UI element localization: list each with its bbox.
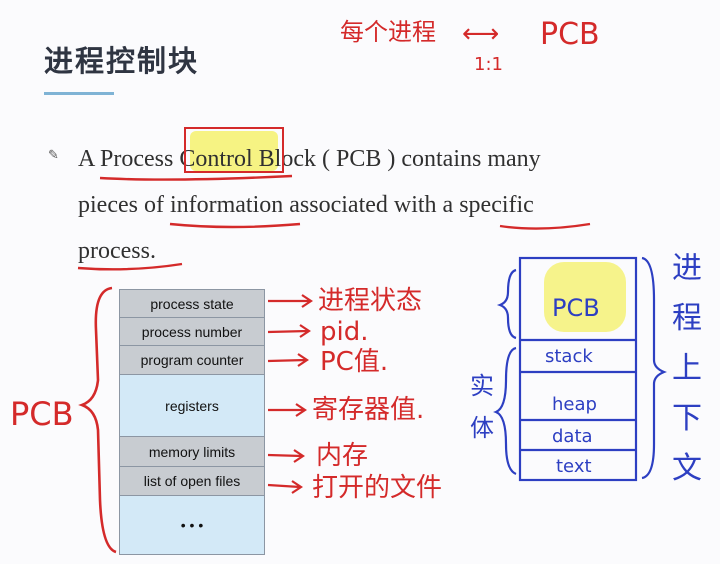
pcb-row-1: process state xyxy=(120,290,264,318)
bullet-icon: ✎ xyxy=(48,147,59,162)
entity-char-2: 体 xyxy=(470,414,494,442)
control-highlight xyxy=(190,131,278,171)
bullet-text: A Process Control Block ( PCB ) contains… xyxy=(78,136,618,274)
top-pcb-text: PCB xyxy=(540,17,600,52)
arrow-row-1-icon xyxy=(268,294,313,308)
arrow-row-2-icon xyxy=(267,324,311,338)
note-process-state: 进程状态 xyxy=(318,286,422,316)
left-brace xyxy=(78,286,117,554)
mem-pcb: PCB xyxy=(552,294,600,322)
context-char-4: 下 xyxy=(672,401,702,436)
underline-process xyxy=(77,262,183,271)
title-underline xyxy=(44,92,114,95)
top-arrow-icon: ⟷ xyxy=(462,19,499,49)
context-char-3: 上 xyxy=(672,351,702,386)
underline-specific xyxy=(499,222,591,230)
context-brace xyxy=(641,256,667,480)
bullet-line-3: process. xyxy=(78,238,156,264)
mem-data: data xyxy=(552,426,593,447)
entity-brace xyxy=(493,346,517,476)
note-memory: 内存 xyxy=(316,441,368,471)
bullet-line-2: pieces of information associated with a … xyxy=(78,192,534,218)
pcb-highlight xyxy=(544,262,626,332)
note-pid: pid. xyxy=(320,317,369,347)
mem-text: text xyxy=(556,456,592,477)
pcb-row-7: • • • xyxy=(120,496,264,554)
mem-heap: heap xyxy=(552,394,597,415)
pcb-row-4: registers xyxy=(120,375,264,437)
arrow-row-6-icon xyxy=(267,480,303,494)
memory-box xyxy=(518,256,638,482)
top-note-text: 每个进程 xyxy=(340,18,436,46)
entity-char-1: 实 xyxy=(470,372,494,400)
underline-information xyxy=(169,222,301,229)
control-box xyxy=(184,127,284,173)
memory-diagram xyxy=(493,256,667,482)
underline-process-control xyxy=(99,174,293,181)
mem-stack: stack xyxy=(545,346,593,367)
context-char-2: 程 xyxy=(672,301,702,336)
slide-title: 进程控制块 xyxy=(44,44,200,78)
context-char-5: 文 xyxy=(672,451,702,486)
row-arrows xyxy=(267,294,313,494)
context-char-1: 进 xyxy=(672,251,702,286)
pcb-side-label: PCB xyxy=(10,395,74,433)
arrow-row-4-icon xyxy=(268,403,307,417)
arrow-row-5-icon xyxy=(267,449,305,463)
ratio-text: 1:1 xyxy=(474,54,503,75)
pcb-row-5: memory limits xyxy=(120,437,264,467)
pcb-row-3: program counter xyxy=(120,346,264,375)
bullet-line-1: A Process Control Block ( PCB ) contains… xyxy=(78,146,541,172)
note-open-files: 打开的文件 xyxy=(312,473,442,503)
note-pc: PC值. xyxy=(320,347,388,377)
note-registers: 寄存器值. xyxy=(312,395,424,425)
pcb-left-brace xyxy=(496,268,517,340)
arrow-row-3-icon xyxy=(267,353,309,367)
pcb-row-2: process number xyxy=(120,318,264,346)
pcb-row-6: list of open files xyxy=(120,467,264,496)
